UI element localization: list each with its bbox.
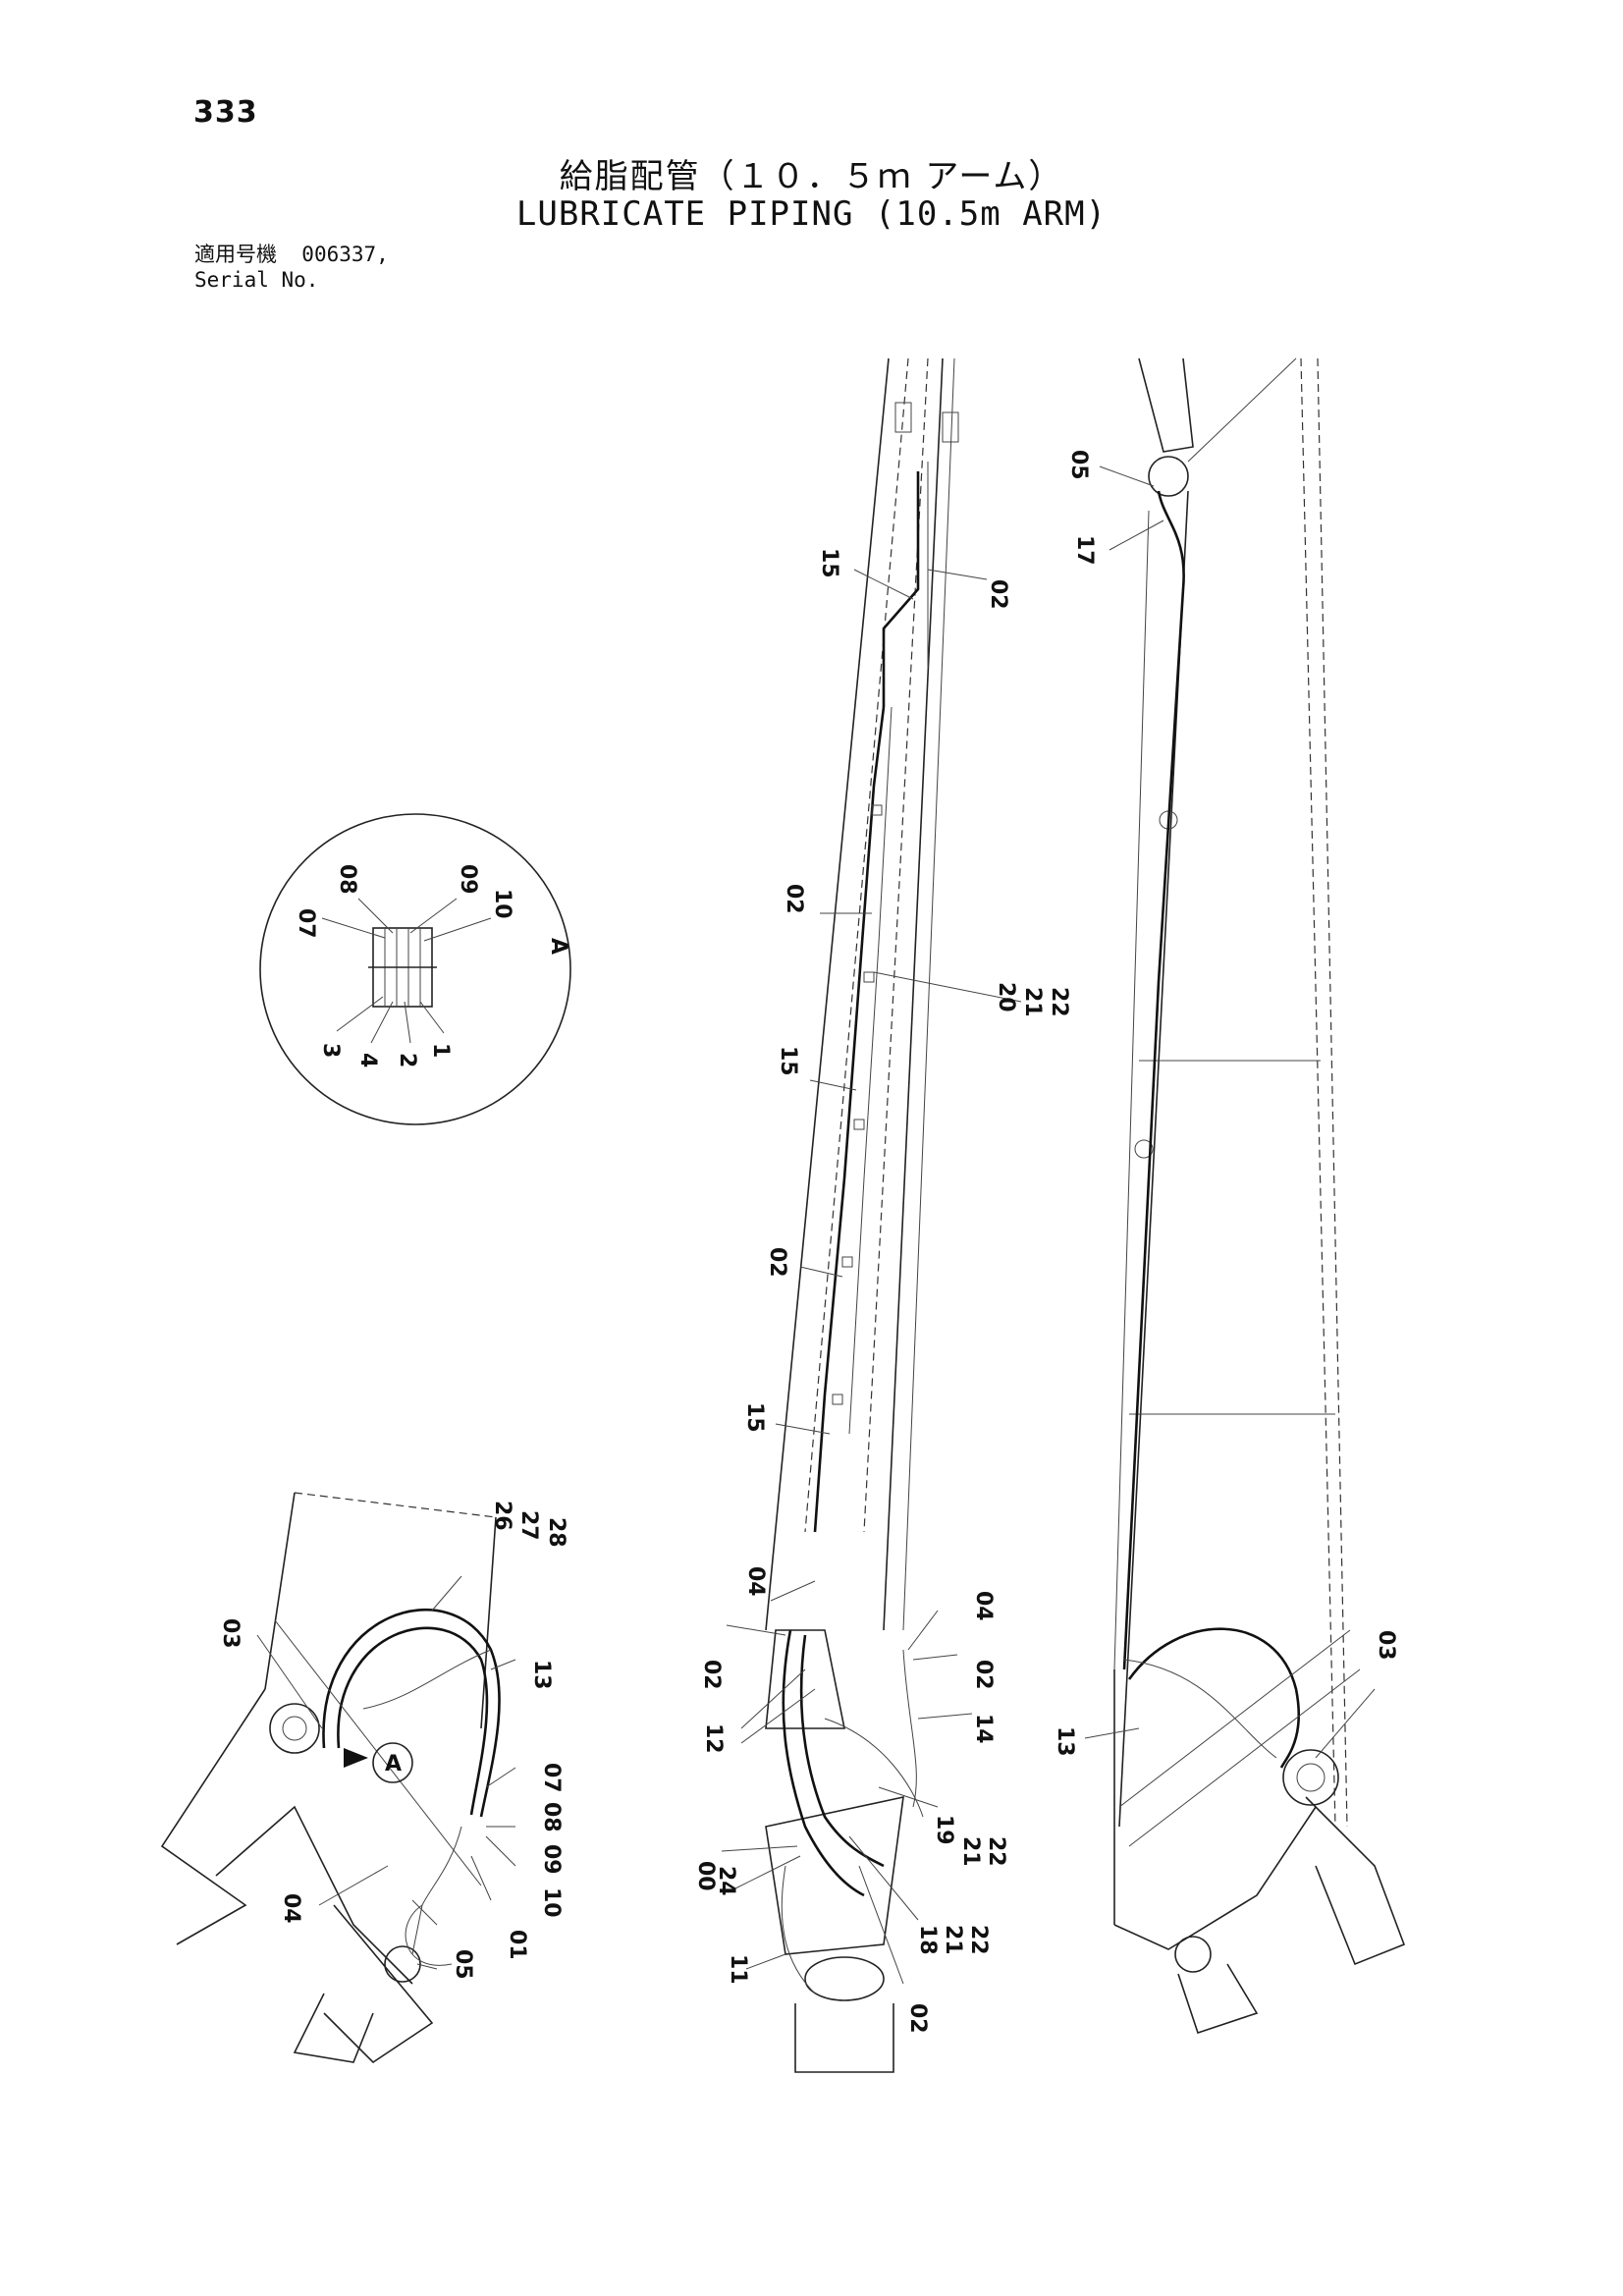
center-callout: 02 — [971, 1660, 996, 1690]
left-callout: 01 — [505, 1930, 529, 1960]
serial-label-en: Serial No. — [194, 268, 319, 292]
left-callout: 07 — [539, 1763, 564, 1793]
detail-callout: 08 — [335, 864, 359, 895]
right-callout: 05 — [1066, 450, 1091, 480]
view-a-marker-label: A — [385, 1752, 402, 1777]
right-callout: 03 — [1374, 1630, 1398, 1661]
center-callout: 19 — [932, 1815, 956, 1845]
center-arm-view: 15 02 02 20 21 22 15 02 15 04 02 12 00 2… — [693, 357, 1071, 2073]
detail-callout: 07 — [294, 908, 318, 939]
center-callout: 15 — [776, 1046, 800, 1076]
right-callout: 17 — [1072, 535, 1097, 566]
center-callout: 02 — [905, 2003, 930, 2034]
center-callout: 12 — [701, 1723, 726, 1754]
left-callout: 08 — [539, 1802, 564, 1832]
detail-callout: 09 — [456, 864, 480, 895]
center-callout: 14 — [971, 1714, 996, 1744]
view-a-marker — [372, 1742, 413, 1783]
left-callout: 03 — [218, 1618, 243, 1649]
center-callout: 02 — [782, 884, 806, 914]
center-callout: 15 — [742, 1402, 767, 1433]
detail-callout: 4 — [355, 1053, 380, 1067]
left-callout: 28 — [544, 1517, 568, 1548]
center-callout: 21 — [1020, 987, 1045, 1017]
right-arm-view: 05 17 13 03 — [1053, 357, 1406, 2035]
detail-callout: 1 — [428, 1043, 453, 1058]
serial-label-jp: 適用号機 — [194, 243, 277, 266]
right-callout: 13 — [1053, 1726, 1077, 1757]
detail-a-circle — [259, 813, 571, 1125]
center-callout: 22 — [984, 1836, 1008, 1867]
center-callout: 21 — [958, 1836, 983, 1867]
detail-callout: 10 — [490, 889, 514, 919]
center-callout: 04 — [971, 1591, 996, 1621]
serial-block: 適用号機 006337, Serial No. — [194, 242, 389, 293]
detail-a-view: 07 08 09 10 3 4 2 1 A — [259, 813, 571, 1125]
title-japanese: 給脂配管（１０．５ｍ アーム） — [559, 157, 1064, 196]
center-callout: 11 — [726, 1954, 750, 1985]
center-callout: 02 — [986, 579, 1010, 610]
center-callout: 02 — [699, 1660, 724, 1690]
center-callout: 21 — [941, 1925, 965, 1955]
left-arm-view: A 03 26 27 28 13 07 08 09 10 01 04 05 — [160, 1492, 568, 2064]
center-callout: 18 — [915, 1925, 940, 1955]
center-callout: 04 — [743, 1566, 768, 1597]
center-callout: 15 — [817, 548, 841, 578]
serial-value: 006337, — [301, 243, 389, 266]
center-callout: 22 — [1047, 987, 1071, 1017]
center-callout: 00 — [693, 1861, 718, 1891]
left-callout: 09 — [539, 1844, 564, 1875]
detail-view-label: A — [546, 938, 570, 955]
page-number: 333 — [193, 95, 258, 130]
left-callout: 26 — [490, 1501, 514, 1531]
detail-callout: 3 — [318, 1043, 343, 1058]
detail-callout: 2 — [395, 1053, 419, 1067]
center-callout: 22 — [966, 1925, 991, 1955]
left-callout: 27 — [516, 1510, 541, 1541]
left-callout: 05 — [451, 1949, 475, 1980]
center-callout: 24 — [714, 1866, 738, 1896]
center-callout: 02 — [765, 1247, 789, 1278]
left-callout: 13 — [529, 1660, 554, 1690]
left-callout: 04 — [279, 1893, 303, 1924]
center-callout: 20 — [994, 982, 1018, 1012]
title-english: LUBRICATE PIPING (10.5m ARM) — [515, 194, 1108, 234]
left-callout: 10 — [539, 1887, 564, 1918]
